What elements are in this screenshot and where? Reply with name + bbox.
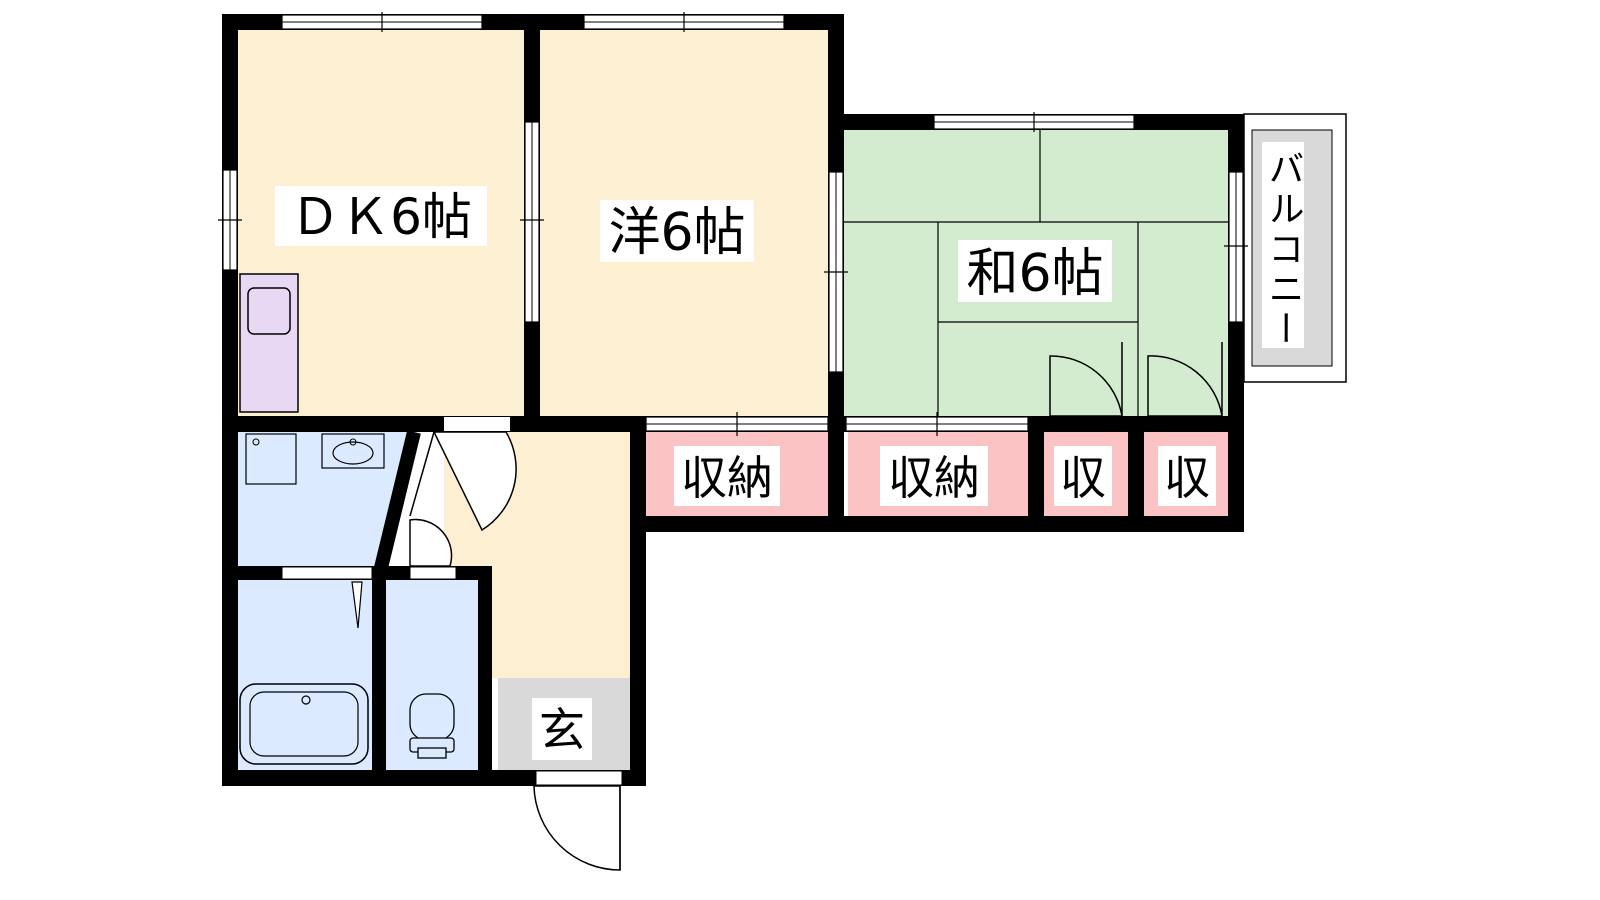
tatami-lines — [844, 128, 1236, 424]
storage-2-label: 収納 — [888, 451, 980, 505]
balcony-label: バルコニー — [1263, 150, 1304, 350]
windows — [218, 12, 1248, 786]
door-swings — [409, 342, 1223, 871]
washbasin-icon — [321, 433, 385, 469]
storage-1-label: 収納 — [681, 451, 773, 505]
toilet-icon — [409, 693, 455, 759]
storage-3-label: 収 — [1060, 451, 1106, 505]
western-room-label: 洋6帖 — [608, 203, 745, 263]
japanese-room-label: 和6帖 — [966, 244, 1103, 304]
hallway-lower — [498, 580, 630, 678]
entrance-label: 玄 — [539, 703, 585, 757]
bath-door-leaf — [351, 581, 363, 629]
washroom-angled-wall — [373, 430, 421, 574]
storage-4-label: 収 — [1164, 451, 1210, 505]
washing-machine-icon — [245, 433, 297, 485]
dk-room-label: ＤＫ6帖 — [290, 188, 472, 246]
bathtub-icon — [239, 683, 369, 765]
kitchen-sink-icon — [247, 287, 291, 335]
